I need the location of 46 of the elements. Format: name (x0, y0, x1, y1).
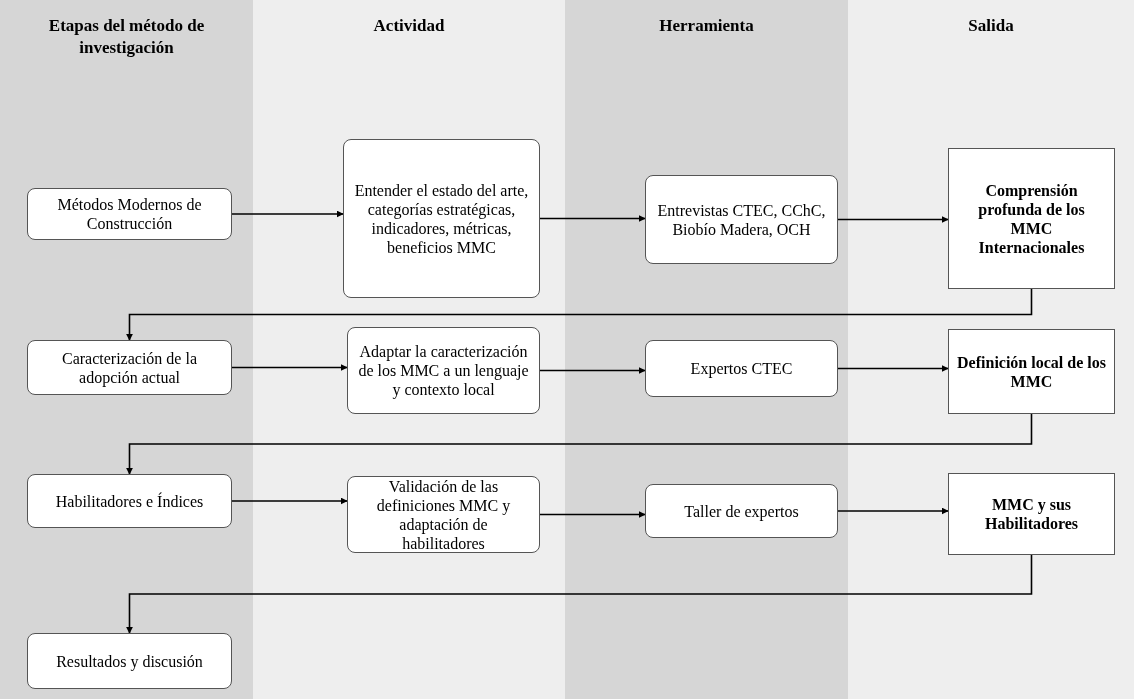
box-text: Expertos CTEC (690, 359, 793, 378)
process-box (645, 175, 838, 264)
column-band (0, 0, 253, 699)
arrow (539, 367, 646, 374)
box-text: Resultados y discusión (56, 651, 203, 671)
arrow (837, 507, 949, 515)
column-heading: Salida (967, 15, 1015, 37)
arrow (126, 413, 1033, 475)
arrow (126, 554, 1033, 634)
arrow (231, 497, 348, 505)
column-band (848, 0, 1134, 699)
column-band (565, 0, 848, 699)
column-heading: Actividad (372, 15, 446, 37)
box-text: Entrevistas CTEC, CChC, Biobío Madera, OCH (656, 200, 827, 239)
arrow (231, 364, 348, 371)
box-text: Habilitadores e Índices (55, 491, 204, 511)
process-box (645, 340, 838, 397)
box-text: Comprensión profunda de los MMC Internacionales (977, 180, 1086, 257)
process-box (27, 633, 232, 689)
output-box (948, 473, 1115, 555)
arrow (837, 216, 949, 223)
column-heading: Herramienta (658, 15, 755, 37)
process-box (347, 476, 540, 553)
process-box (645, 484, 838, 538)
box-text: Definición local de los MMC (957, 352, 1106, 391)
box-text: MMC y sus Habilitadores (983, 495, 1079, 533)
process-box (27, 340, 232, 395)
box-text: Adaptar la caracterización de los MMC a un lenguaje y contexto local (357, 342, 530, 399)
column-band (253, 0, 565, 699)
box-text: Entender el estado del arte, categorías estratégicas, indicadores, métricas, beneficios MMC (353, 180, 530, 257)
output-box (948, 148, 1115, 289)
box-text: Validación de las definiciones MMC y adaptación de habilitadores (375, 476, 512, 553)
process-box (27, 188, 232, 240)
arrow (231, 210, 344, 218)
output-box (948, 329, 1115, 414)
box-text: Métodos Modernos de Construcción (56, 195, 203, 233)
column-heading: Etapas del método de investigación (47, 15, 206, 59)
arrow (539, 511, 646, 518)
box-text: Taller de expertos (684, 501, 799, 521)
arrow (837, 365, 949, 372)
arrow (539, 215, 646, 222)
box-text: Caracterización de la adopción actual (61, 348, 198, 387)
process-box (343, 139, 540, 298)
process-box (27, 474, 232, 528)
arrow (126, 288, 1033, 341)
process-box (347, 327, 540, 414)
